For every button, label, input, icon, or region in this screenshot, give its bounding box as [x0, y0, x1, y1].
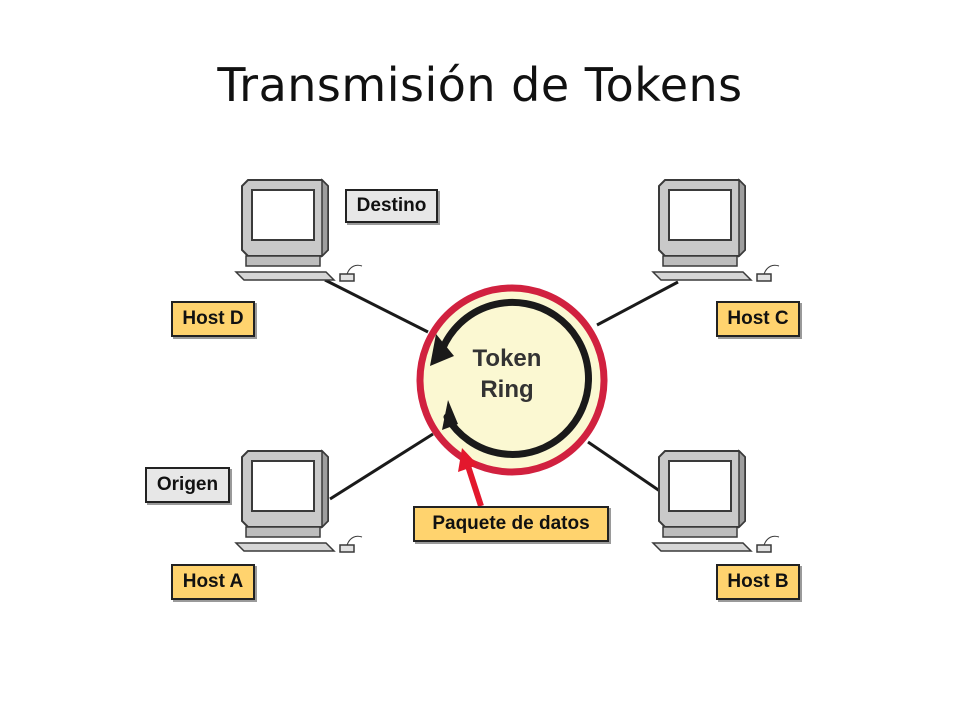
cable-host-c: [596, 280, 679, 327]
host-c-label: Host C: [716, 301, 800, 337]
computer-icon-host-c: [652, 179, 780, 282]
host-b-label: Host B: [716, 564, 800, 600]
origin-tag: Origen: [145, 467, 230, 503]
ring-arrow-icon: [430, 298, 592, 458]
ring-label-line1: Token: [472, 345, 542, 372]
computer-icon-host-b: [652, 450, 780, 553]
computer-icon-host-a: [235, 450, 363, 553]
host-a-label: Host A: [171, 564, 255, 600]
cable-host-a: [329, 432, 434, 501]
packet-arrow-icon: [458, 448, 484, 507]
ring-label: Token Ring: [447, 343, 567, 405]
destination-tag: Destino: [345, 189, 438, 223]
packet-tag: Paquete de datos: [413, 506, 609, 542]
computer-icon-host-d: [235, 179, 363, 282]
host-d-label: Host D: [171, 301, 255, 337]
slide-title: Transmisión de Tokens: [217, 58, 743, 112]
ring-label-line2: Ring: [480, 376, 534, 403]
token-ring-circle: [416, 284, 608, 476]
cable-host-d: [324, 278, 429, 334]
